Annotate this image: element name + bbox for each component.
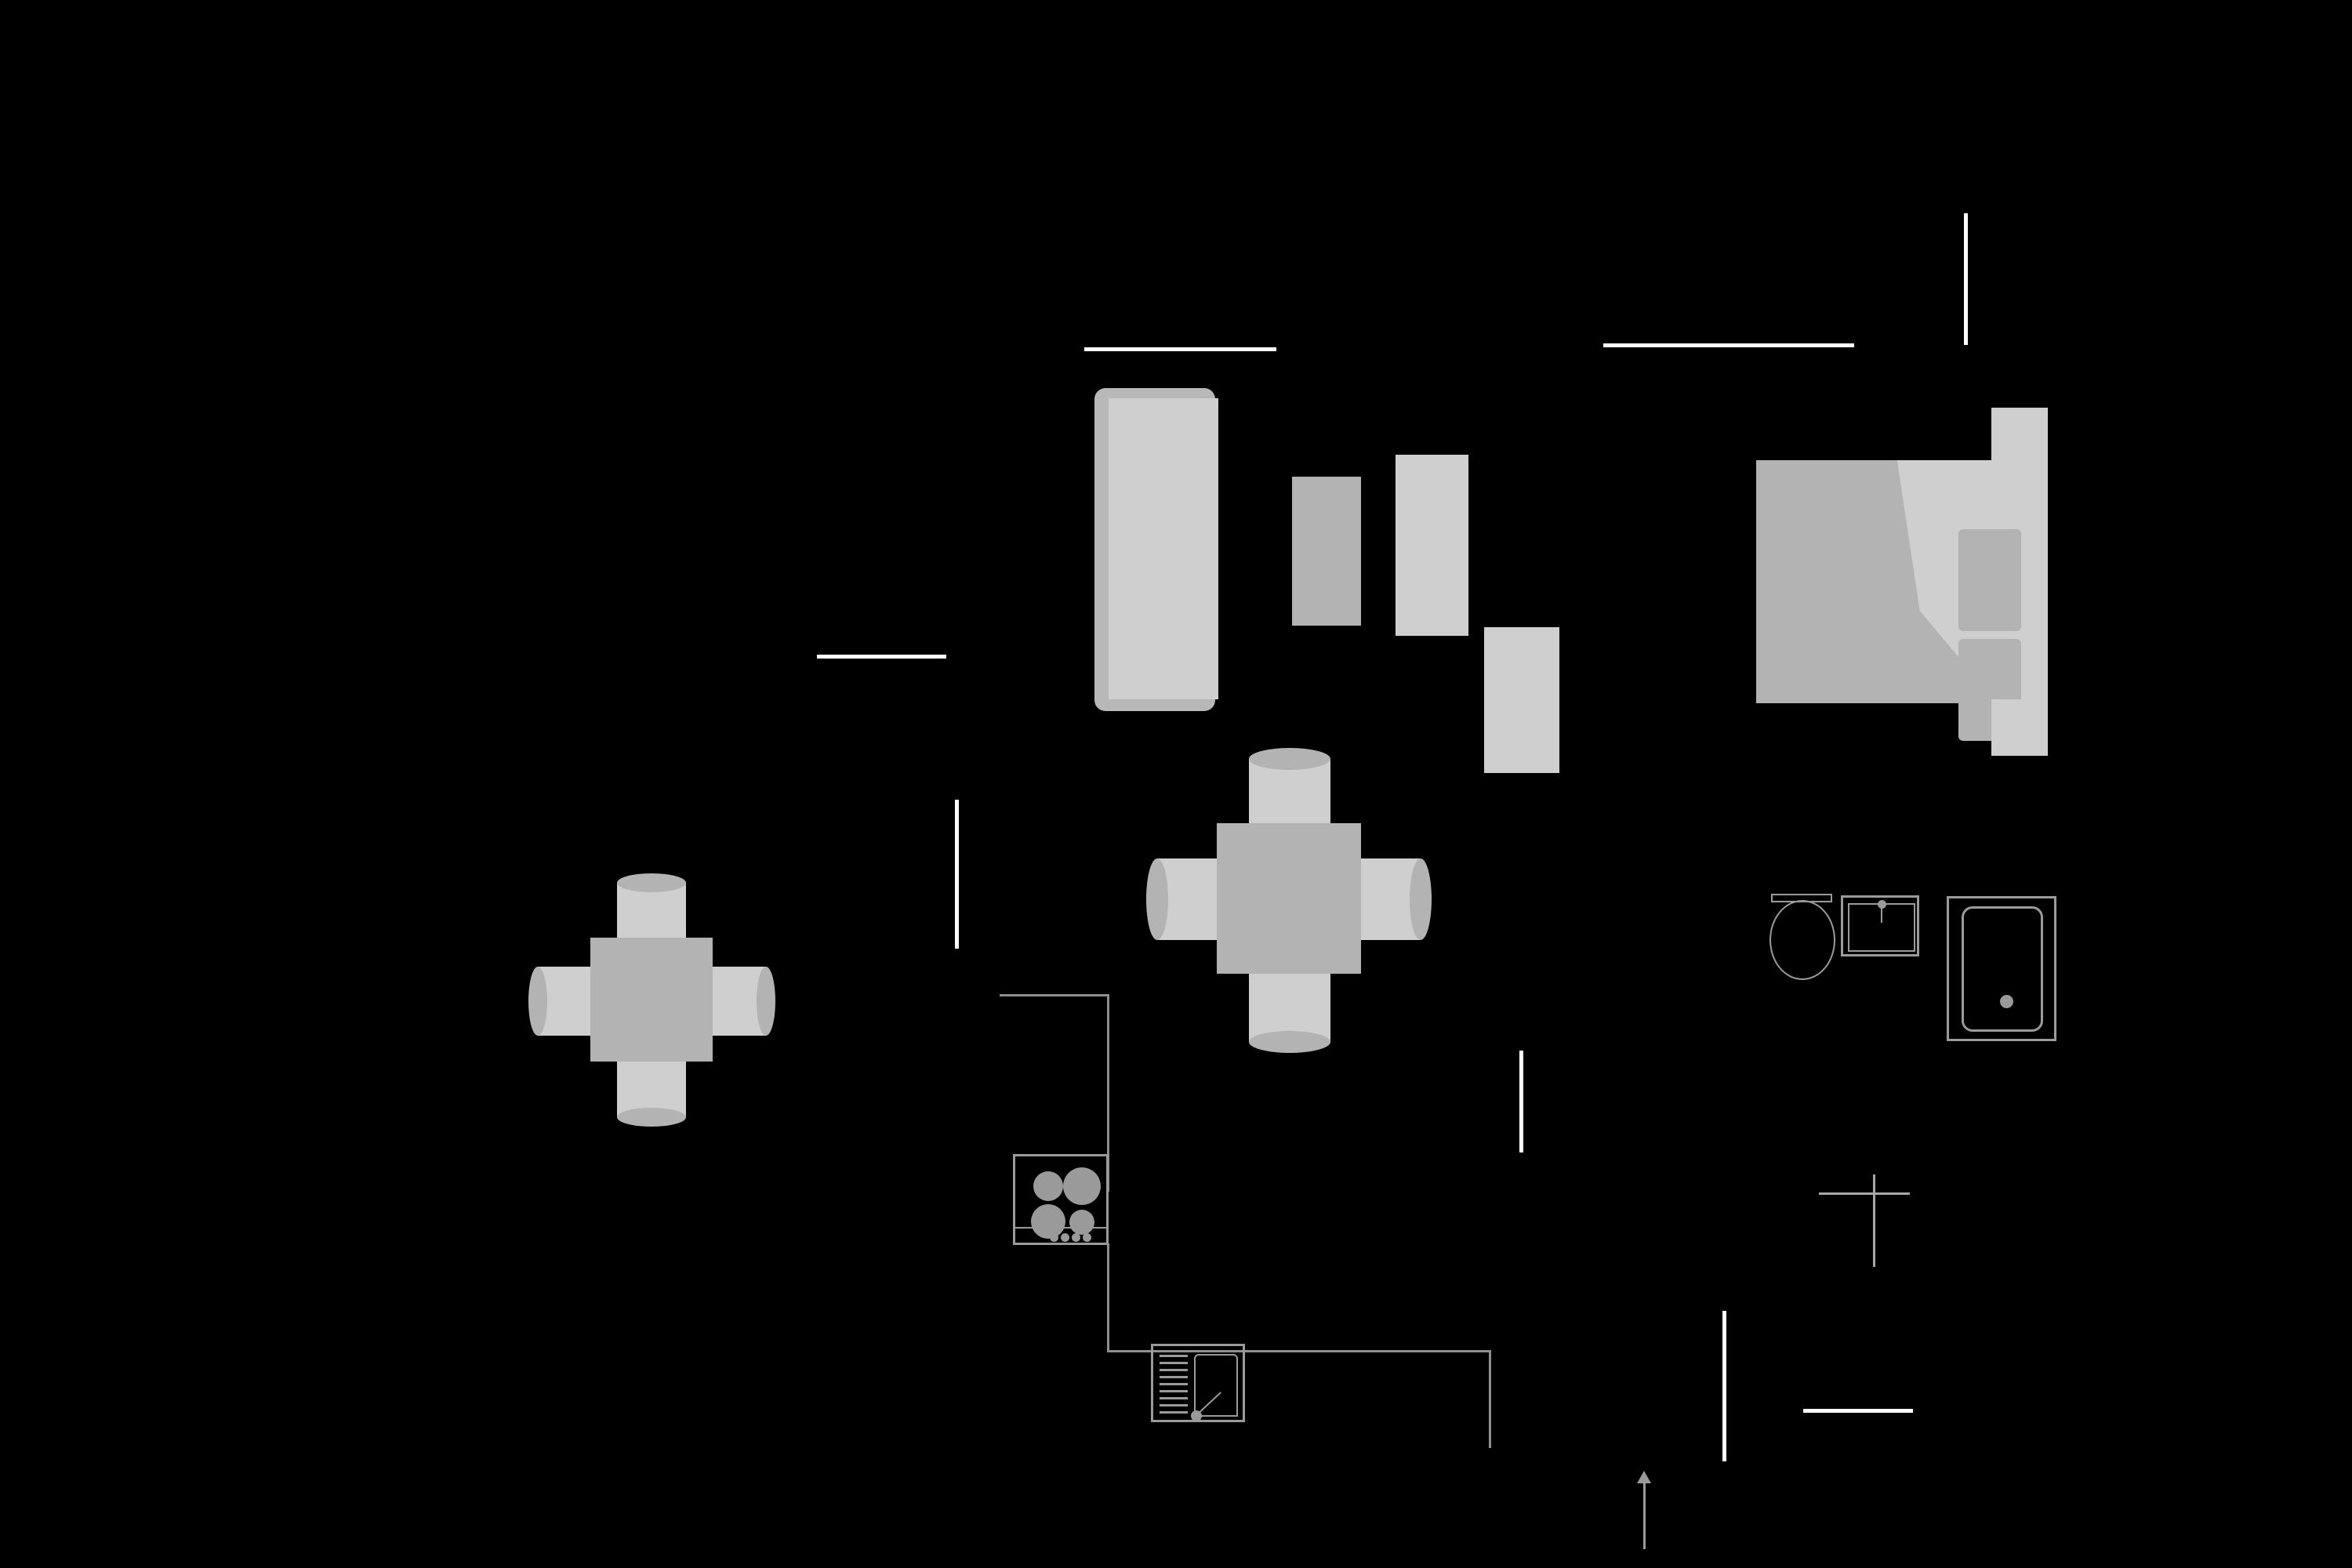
toilet[interactable] [1768, 894, 1840, 984]
wall-hall-divider [955, 800, 959, 949]
bathtub-inner [1962, 906, 2043, 1032]
cooktop-control-strip-divider [1015, 1227, 1106, 1229]
armchair-left[interactable] [1292, 477, 1361, 626]
wall-corridor [1519, 1051, 1523, 1152]
stool-cap [617, 1108, 686, 1127]
counter-right-vert [1489, 1350, 1491, 1448]
pillow-upper [1958, 529, 2021, 631]
wall-bedroom-right [1964, 213, 1968, 345]
wall-bathroom-bottom [1803, 1409, 1913, 1413]
page-title: Architectural Floor Plan [0, 0, 1, 1]
stool-cap [617, 873, 686, 892]
stool-cap [1249, 748, 1330, 770]
bathroom-sink[interactable] [1841, 895, 1919, 956]
sofa-seat-cushions [1109, 398, 1218, 699]
stool-cap [1410, 858, 1432, 940]
bathtub-drain [2000, 995, 2013, 1008]
counter-top-edge [1000, 994, 1109, 996]
nightstand-bottom[interactable] [1991, 699, 2048, 756]
sink-faucet-base [1191, 1410, 1202, 1421]
burner-top-left [1033, 1171, 1063, 1201]
knob-1[interactable] [1050, 1233, 1058, 1242]
wall-bathroom-left [1722, 1311, 1726, 1461]
stool-cap [528, 967, 547, 1036]
kitchen-sink[interactable] [1151, 1344, 1245, 1422]
stool-south[interactable] [1249, 964, 1330, 1053]
bathroom-sink-faucet-head [1878, 900, 1886, 909]
sink-basin [1194, 1354, 1238, 1417]
wall-hall-left [817, 655, 946, 659]
bathroom-sink-faucet-stem [1881, 904, 1882, 923]
coffee-table-group[interactable] [528, 873, 775, 1127]
cooktop[interactable] [1013, 1154, 1109, 1245]
knob-3[interactable] [1072, 1233, 1080, 1242]
axis-cross-vertical [1873, 1174, 1875, 1267]
dining-table-group[interactable] [1146, 748, 1432, 1053]
wall-bedroom-top [1603, 343, 1854, 347]
north-arrow-shaft [1643, 1482, 1646, 1549]
sideboard[interactable] [1396, 455, 1468, 636]
knob-4[interactable] [1083, 1233, 1091, 1242]
burner-bottom-right [1069, 1210, 1094, 1235]
stool-cap [1146, 858, 1168, 940]
north-arrow-head [1637, 1471, 1651, 1483]
sofa[interactable] [1094, 388, 1218, 711]
nightstand-top[interactable] [1991, 408, 2048, 464]
stool-cap [757, 967, 775, 1036]
north-arrow [1636, 1471, 1652, 1549]
coffee-table-top[interactable] [590, 938, 713, 1062]
counter-left-vert [1107, 994, 1109, 1192]
bench[interactable] [1484, 627, 1559, 773]
stool-cap [1249, 1031, 1330, 1053]
knob-2[interactable] [1061, 1233, 1069, 1242]
burner-top-right [1063, 1167, 1101, 1205]
burner-bottom-left [1031, 1204, 1065, 1239]
double-bed[interactable] [1756, 408, 2048, 756]
stool-south[interactable] [617, 1051, 686, 1127]
counter-mid-vert [1107, 1243, 1109, 1352]
wall-living-room-top [1084, 347, 1276, 351]
axis-cross-horizontal [1819, 1192, 1910, 1195]
counter-bottom-edge [1107, 1350, 1491, 1352]
dining-table-top[interactable] [1217, 823, 1361, 974]
bathtub[interactable] [1947, 896, 2056, 1041]
toilet-bowl [1769, 900, 1835, 980]
